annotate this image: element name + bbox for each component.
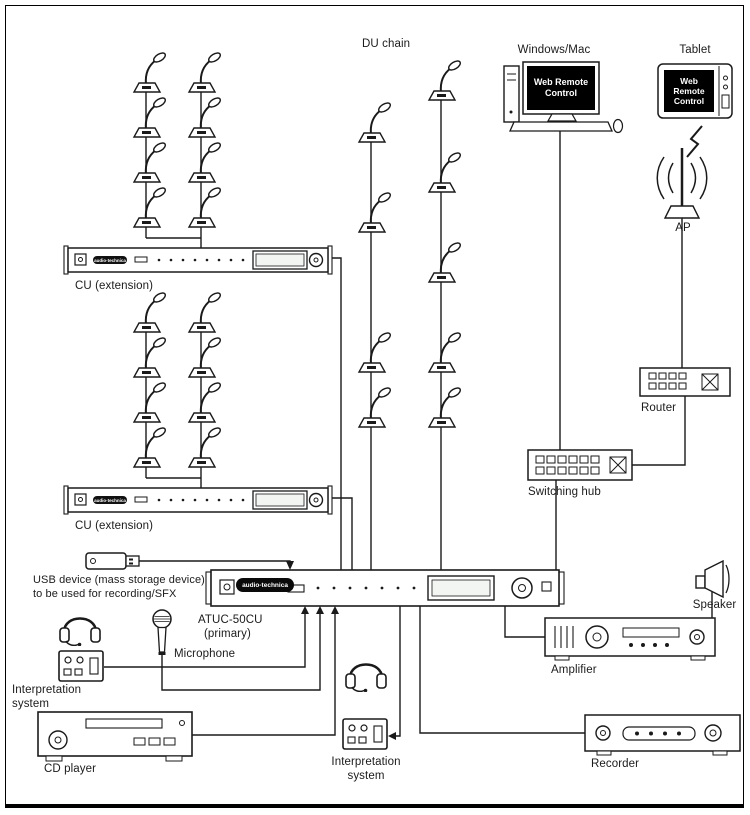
- headset-icon: [58, 617, 102, 646]
- switching-hub-unit: [527, 449, 633, 481]
- du-mic-icon: [133, 185, 168, 228]
- du-mic-icon: [133, 50, 168, 93]
- brand-logo: audio-technica: [236, 578, 294, 592]
- label-atuc-role: (primary): [204, 628, 251, 640]
- du-mic-icon: [428, 150, 463, 193]
- label-usb-note-2: to be used for recording/SFX: [33, 588, 177, 600]
- du-mic-icon: [358, 100, 393, 143]
- du-mic-icon: [188, 140, 223, 183]
- usb-device-icon: [85, 552, 140, 570]
- brand-logo: audio-technica: [94, 257, 126, 263]
- du-mic-icon: [188, 290, 223, 333]
- interpretation-console-icon: [58, 650, 104, 682]
- du-mic-icon: [428, 240, 463, 283]
- du-mic-icon: [188, 185, 223, 228]
- du-mic-icon: [133, 380, 168, 423]
- du-mic-icon: [428, 330, 463, 373]
- label-usb-note-1: USB device (mass storage device): [33, 574, 205, 586]
- amplifier-unit: [544, 617, 716, 661]
- label-cu-extension-1: CU (extension): [75, 280, 154, 292]
- label-router: Router: [641, 402, 677, 414]
- ap-antenna-icon: [656, 125, 708, 219]
- speaker-icon: [695, 559, 730, 599]
- web-remote-screen: Web Remote Control: [664, 70, 714, 112]
- router-unit: [639, 367, 731, 397]
- du-mic-icon: [133, 290, 168, 333]
- recorder-unit: [584, 714, 741, 756]
- web-remote-screen: Web Remote Control: [527, 66, 595, 110]
- cd-player-unit: [37, 711, 193, 762]
- du-mic-icon: [188, 95, 223, 138]
- label-interpretation-bottom-1: Interpretation: [331, 756, 401, 768]
- du-mic-icon: [188, 425, 223, 468]
- du-mic-icon: [133, 335, 168, 378]
- label-interpretation-bottom-2: system: [347, 770, 385, 782]
- du-mic-icon: [358, 190, 393, 233]
- label-switching-hub: Switching hub: [528, 486, 601, 498]
- brand-logo: audio-technica: [94, 497, 126, 503]
- headset-icon: [344, 663, 388, 692]
- label-cu-extension-2: CU (extension): [75, 520, 154, 532]
- du-mic-icon: [358, 385, 393, 428]
- label-cd-player: CD player: [44, 763, 97, 775]
- label-speaker: Speaker: [692, 599, 737, 611]
- du-mic-icon: [133, 95, 168, 138]
- flow-arrows: [286, 561, 396, 740]
- label-recorder: Recorder: [591, 758, 640, 770]
- label-interpretation-left-2: system: [12, 698, 50, 710]
- du-mic-icon: [428, 385, 463, 428]
- label-microphone: Microphone: [174, 648, 236, 660]
- label-du-chain: DU chain: [362, 38, 411, 50]
- label-windows-mac: Windows/Mac: [517, 44, 591, 56]
- du-mic-icon: [358, 330, 393, 373]
- interpretation-console-icon: [342, 718, 388, 750]
- du-mic-icon: [188, 380, 223, 423]
- label-atuc-model: ATUC-50CU: [198, 614, 263, 626]
- label-tablet: Tablet: [679, 44, 711, 56]
- label-amplifier: Amplifier: [551, 664, 597, 676]
- page-border: [5, 5, 744, 808]
- label-ap: AP: [675, 222, 691, 234]
- label-interpretation-left-1: Interpretation: [12, 684, 82, 696]
- du-mic-icon: [188, 335, 223, 378]
- du-mic-icon: [133, 425, 168, 468]
- du-mic-icon: [188, 50, 223, 93]
- handheld-mic-icon: [152, 609, 172, 655]
- du-mic-icon: [428, 58, 463, 101]
- du-mic-icon: [133, 140, 168, 183]
